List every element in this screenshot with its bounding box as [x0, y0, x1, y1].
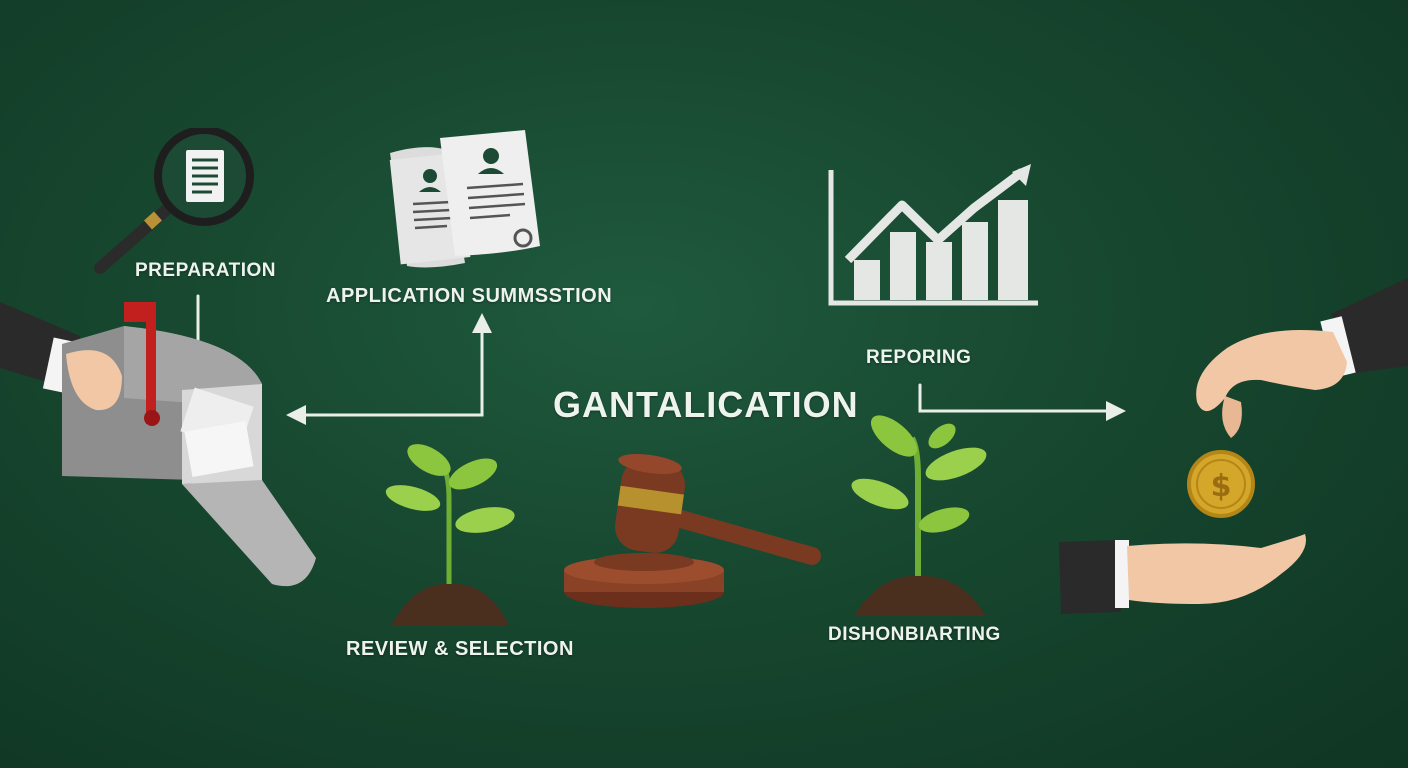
magnifier-document-icon: [94, 128, 254, 274]
stage-label-preparation: PREPARATION: [135, 260, 276, 281]
gavel-icon: [564, 454, 821, 608]
stage-label-review: REVIEW & SELECTION: [346, 638, 574, 660]
resume-documents-icon: [389, 130, 540, 268]
stage-label-reporting: REPORING: [866, 347, 972, 368]
sprout-icon: [385, 444, 515, 626]
stage-label-disbursing: DISHONBIARTING: [828, 624, 1001, 645]
svg-text:$: $: [1211, 469, 1232, 504]
suit-sleeve-top: [1331, 278, 1408, 374]
arrow-right-head: [1106, 401, 1126, 421]
hand-coin-icon: $: [1059, 278, 1408, 614]
suit-sleeve-bottom: [1059, 540, 1121, 614]
stage-label-application: APPLICATION SUMMSSTION: [326, 285, 613, 307]
diagram-center-title: GANTALICATION: [553, 384, 859, 425]
bar-chart-growth-icon: [828, 164, 1038, 306]
mailbox-icon: [0, 302, 316, 587]
arrow-up-head: [472, 313, 492, 333]
arrow-left-head: [286, 405, 306, 425]
sprout-icon-right: [851, 415, 987, 616]
arrow-to-hands: [918, 383, 1112, 413]
arrow-to-mailbox: [298, 328, 484, 417]
